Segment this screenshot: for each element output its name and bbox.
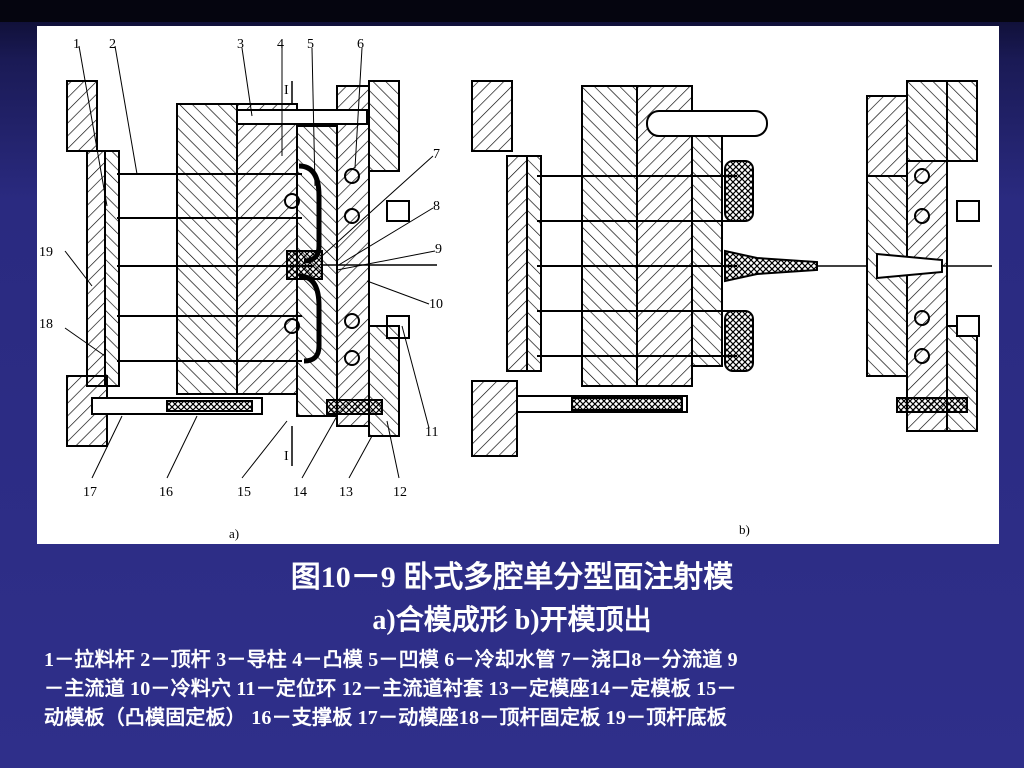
part-label: 16 bbox=[159, 485, 173, 500]
legend-line: 动模板（凸模固定板） 16－支撑板 17－动模座18－顶杆固定板 19－顶杆底板 bbox=[44, 707, 727, 729]
part-label: 18 bbox=[39, 317, 53, 332]
mold-figure: 1 2 3 4 5 6 7 8 9 10 11 12 13 14 15 16 1… bbox=[37, 26, 999, 544]
part-label: 19 bbox=[39, 245, 53, 260]
top-bar bbox=[0, 0, 1024, 22]
section-mark: I bbox=[284, 449, 289, 464]
part-label: 17 bbox=[83, 485, 97, 500]
part-label: 11 bbox=[425, 425, 438, 440]
part-label: 2 bbox=[109, 37, 116, 52]
part-label: 3 bbox=[237, 37, 244, 52]
drawing-b-moving-half bbox=[471, 80, 867, 457]
part-label: 10 bbox=[429, 297, 443, 312]
part-label: 5 bbox=[307, 37, 314, 52]
subfigure-label-a: a) bbox=[229, 526, 239, 541]
part-label: 15 bbox=[237, 485, 251, 500]
drawing-b-fixed-half bbox=[866, 80, 992, 432]
legend-line: －主流道 10－冷料穴 11－定位环 12－主流道衬套 13－定模座14－定模板… bbox=[44, 678, 737, 700]
parts-legend: 1－拉料杆 2－顶杆 3－导柱 4－凸模 5－凹模 6－冷却水管 7－浇口8－分… bbox=[44, 646, 984, 733]
part-label: 6 bbox=[357, 37, 364, 52]
part-label: 12 bbox=[393, 485, 407, 500]
caption-subtitle: a)合模成形 b)开模顶出 bbox=[372, 605, 652, 636]
mold-drawing: 1 2 3 4 5 6 7 8 9 10 11 12 13 14 15 16 1… bbox=[39, 37, 992, 541]
legend-line: 1－拉料杆 2－顶杆 3－导柱 4－凸模 5－凹模 6－冷却水管 7－浇口8－分… bbox=[44, 649, 738, 671]
drawing-a bbox=[64, 45, 437, 479]
caption-title: 图10－9 卧式多腔单分型面注射模 bbox=[290, 561, 734, 594]
section-mark: I bbox=[284, 83, 289, 98]
part-label: 8 bbox=[433, 199, 440, 214]
part-label: 14 bbox=[293, 485, 307, 500]
part-label: 9 bbox=[435, 242, 442, 257]
part-label: 7 bbox=[433, 147, 440, 162]
part-label: 1 bbox=[73, 37, 80, 52]
part-label: 4 bbox=[277, 37, 284, 52]
part-label: 13 bbox=[339, 485, 353, 500]
subfigure-label-b: b) bbox=[739, 522, 750, 537]
